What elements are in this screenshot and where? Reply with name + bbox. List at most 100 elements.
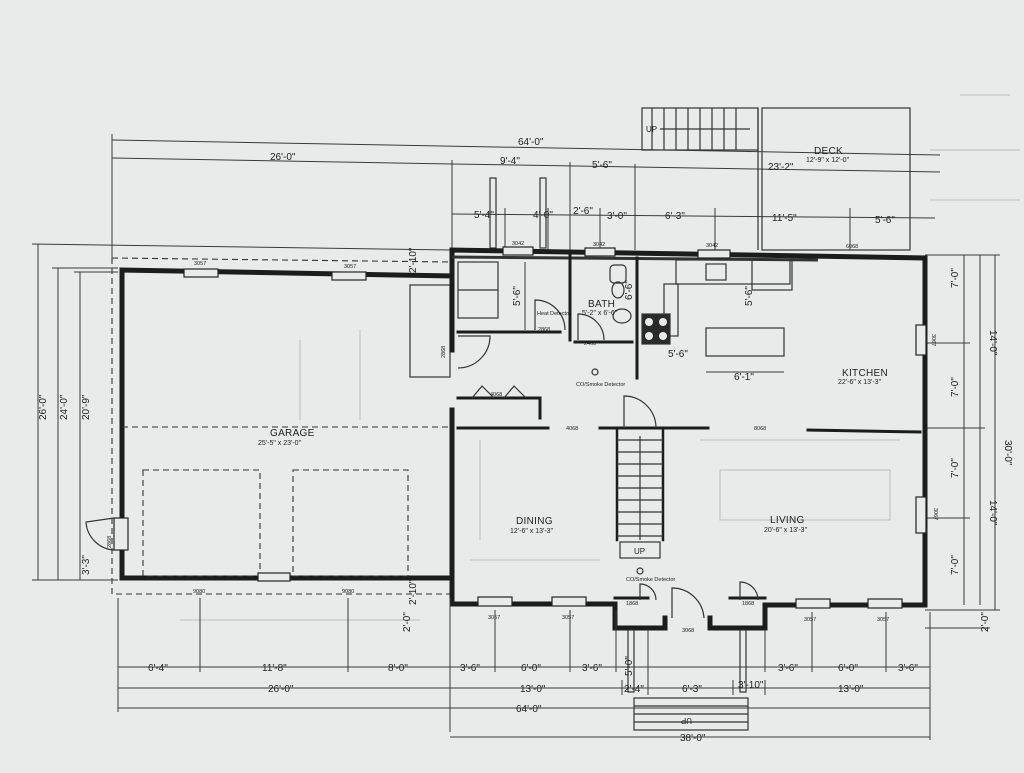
window-code-bottom-2: 3057 bbox=[562, 615, 574, 621]
dim-garage-2-10b: 2'-10" bbox=[408, 579, 419, 605]
dim-bottom-6-3: 6'-3" bbox=[682, 684, 702, 695]
bath-size: 5'-2" x 6'-6" bbox=[582, 310, 618, 317]
dining-label: DINING bbox=[516, 516, 553, 527]
dim-garage-2-10: 2'-10" bbox=[408, 247, 419, 273]
dim-bottom-3-10: 3'-10" bbox=[738, 680, 764, 691]
dim-island-6-1: 6'-1" bbox=[734, 372, 754, 383]
dim-overall-top: 64'-0" bbox=[518, 137, 544, 148]
dim-bottom-2-4: 2'-4" bbox=[624, 684, 644, 695]
living-label: LIVING bbox=[770, 515, 805, 526]
window-code-top-1: 3042 bbox=[512, 241, 524, 247]
kitchen-label: KITCHEN bbox=[842, 368, 888, 379]
hall: 4068 4068 8068 CO/Smoke Detector bbox=[471, 368, 766, 432]
dining-size: 12'-6" x 13'-3" bbox=[510, 528, 554, 535]
living: LIVING 20'-6" x 13'-3" bbox=[764, 515, 808, 534]
dim-left-24: 24'-0" bbox=[59, 394, 70, 420]
door-code-bath: 2468 bbox=[584, 341, 596, 347]
garage-label: GARAGE bbox=[270, 428, 315, 439]
dim-bottom-13a: 13'-0" bbox=[520, 684, 546, 695]
dim-bottom-6-4: 6'-4" bbox=[148, 663, 168, 674]
bath-label: BATH bbox=[588, 299, 615, 310]
window-code-bottom-3: 3057 bbox=[804, 617, 816, 623]
dim-right-7a: 7'-0" bbox=[950, 268, 961, 288]
dim-bottom-6-0b: 6'-0" bbox=[838, 663, 858, 674]
background-ghost-lines bbox=[180, 94, 1020, 621]
dim-seg-3-0: 3'-0" bbox=[607, 211, 627, 222]
dim-bottom-3-6c: 3'-6" bbox=[778, 663, 798, 674]
dim-bottom-38: 38'-0" bbox=[680, 733, 706, 744]
dim-right-14a: 14'-0" bbox=[987, 330, 998, 356]
dim-left-2-0: 2'-0" bbox=[402, 612, 413, 632]
dim-bottom-13b: 13'-0" bbox=[838, 684, 864, 695]
dim-seg-11-5: 11'-5" bbox=[772, 213, 797, 224]
dim-top-9-4: 9'-4" bbox=[500, 156, 520, 167]
dim-bottom-11-8: 11'-8" bbox=[262, 663, 287, 674]
dim-right-7c: 7'-0" bbox=[950, 458, 961, 478]
door-code-front-right: 1868 bbox=[742, 601, 754, 607]
dimensions-top: 64'-0" 26'-0" 9'-4" 5'-6" 23'-2" 5'-4" 4… bbox=[111, 134, 941, 258]
dim-bottom-26: 26'-0" bbox=[268, 684, 294, 695]
windows: 3042 3042 3042 6068 3067 3067 3057 3057 … bbox=[193, 241, 938, 623]
dim-kitchen-5-6: 5'-6" bbox=[744, 286, 755, 306]
dimensions-right: 30'-0" 14'-0" 14'-0" 7'-0" 7'-0" 7'-0" 7… bbox=[925, 254, 1013, 632]
window-code-right-1: 3067 bbox=[930, 334, 936, 346]
garage-size: 25'-5" x 23'-0" bbox=[258, 440, 302, 447]
garage: 3057 3057 2868 2868 GARAGE 25'-5" x 23'-… bbox=[85, 247, 455, 632]
bath: BATH 5'-2" x 6'-6" 2468 6'-6" bbox=[577, 264, 635, 347]
dim-top-5-6: 5'-6" bbox=[592, 160, 612, 171]
garage-side-door-code: 2868 bbox=[107, 536, 113, 548]
kitchen-size: 22'-6" x 13'-3" bbox=[838, 379, 882, 386]
dim-right-2-0: 2'-0" bbox=[980, 612, 991, 632]
dim-seg-5-4: 5'-4" bbox=[474, 210, 494, 221]
deck: DECK 12'-9" x 12'-0" UP bbox=[641, 107, 911, 251]
dining: DINING 12'-6" x 13'-3" bbox=[510, 516, 554, 535]
dim-kitchen-5-6b: 5'-6" bbox=[668, 349, 688, 360]
living-size: 20'-6" x 13'-3" bbox=[764, 527, 808, 534]
dim-seg-4-0: 4'-0" bbox=[533, 210, 553, 221]
dim-right-7b: 7'-0" bbox=[950, 377, 961, 397]
window-code-top-3: 3042 bbox=[706, 243, 718, 249]
door-code-laundry: 2868 bbox=[538, 327, 550, 333]
garage-door-code-2: 9080 bbox=[342, 589, 354, 595]
dim-bottom-3-6b: 3'-6" bbox=[582, 663, 602, 674]
dimensions-left: 26'-0" 24'-0" 20'-9" 3'-3" bbox=[31, 243, 453, 581]
dim-left-26: 26'-0" bbox=[38, 394, 49, 420]
dim-bath-6-6: 6'-6" bbox=[624, 280, 635, 300]
dim-bottom-64: 64'-0" bbox=[516, 704, 542, 715]
garage-door-code-1: 9080 bbox=[193, 589, 205, 595]
door-code-hall: 4068 bbox=[566, 426, 578, 432]
dim-right-30: 30'-0" bbox=[1002, 440, 1013, 466]
dimensions-bottom: 6'-4" 11'-8" 8'-0" 3'-6" 6'-0" 3'-6" 3'-… bbox=[117, 598, 931, 744]
door-code-living: 8068 bbox=[754, 426, 766, 432]
dim-top-23-2: 23'-2" bbox=[768, 162, 794, 173]
deck-label: DECK bbox=[814, 146, 843, 157]
garage-window-code-1: 3057 bbox=[194, 261, 206, 267]
dim-garage-top: 26'-0" bbox=[270, 152, 296, 163]
window-code-right-2: 3067 bbox=[932, 508, 938, 520]
deck-stair: UP bbox=[641, 107, 759, 151]
front-entry: 1868 1868 3068 CO/Smoke Detector 5'-0" U… bbox=[624, 567, 759, 731]
dim-right-14b: 14'-0" bbox=[987, 500, 998, 526]
dim-seg-5-6b: 5'-6" bbox=[875, 215, 895, 226]
door-code-front-left: 1868 bbox=[626, 601, 638, 607]
dim-left-20-9: 20'-9" bbox=[81, 394, 92, 420]
front-stair-up: UP bbox=[681, 716, 692, 725]
dim-bottom-6-0a: 6'-0" bbox=[521, 663, 541, 674]
window-code-bottom-4: 3057 bbox=[877, 617, 889, 623]
co-smoke-detector-hall: CO/Smoke Detector bbox=[576, 382, 625, 388]
dim-left-3-3: 3'-3" bbox=[81, 555, 92, 575]
laundry-area: 5'-6" 2868 Heat Detector bbox=[457, 261, 571, 369]
dim-seg-2-6: 2'-6" bbox=[573, 206, 593, 217]
dim-bottom-8-0: 8'-0" bbox=[388, 663, 408, 674]
door-code-front: 3068 bbox=[682, 628, 694, 634]
dim-bottom-3-6a: 3'-6" bbox=[460, 663, 480, 674]
deck-size: 12'-9" x 12'-0" bbox=[806, 157, 850, 164]
dim-porch-5-0: 5'-0" bbox=[624, 656, 635, 676]
window-code-top-2: 3042 bbox=[593, 242, 605, 248]
dim-laundry-5-6: 5'-6" bbox=[512, 286, 523, 306]
dim-seg-6-3: 6'-3" bbox=[665, 211, 685, 222]
window-code-bottom-1: 3057 bbox=[488, 615, 500, 621]
interior-stair: UP bbox=[617, 436, 663, 559]
